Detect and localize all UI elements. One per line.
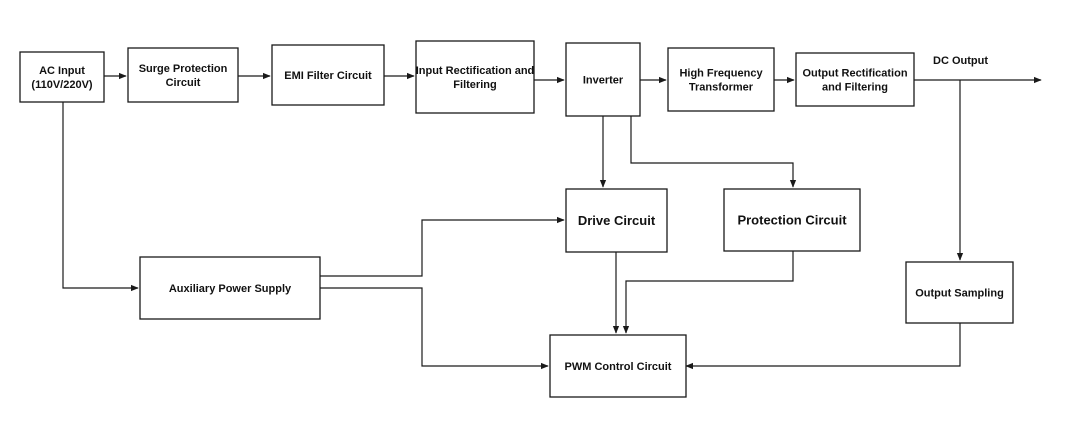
blocks: AC Input (110V/220V) Surge ProtectionCirc… bbox=[19, 40, 1014, 398]
drive-circuit-label-line-1: Drive Circuit bbox=[578, 213, 656, 228]
auxiliary-power-block: Auxiliary Power Supply bbox=[139, 256, 321, 320]
surge-protection-label-line-2: Circuit bbox=[166, 77, 201, 89]
pwm-control-label-line-1: PWM Control Circuit bbox=[565, 361, 672, 373]
ac-input-label-line-1: AC Input bbox=[39, 65, 85, 77]
inverter-label-line-1: Inverter bbox=[583, 75, 624, 87]
emi-filter-block: EMI Filter Circuit bbox=[271, 44, 385, 106]
pwm-control-block: PWM Control Circuit bbox=[549, 334, 687, 398]
inverter-to-protection-circuit-arrow bbox=[630, 116, 797, 188]
output-rectification-label-line-1: Output Rectification bbox=[802, 68, 907, 80]
protection-circuit-block: Protection Circuit bbox=[723, 188, 861, 252]
dc-output-label: DC Output bbox=[933, 55, 988, 67]
emi-filter-label-line-1: EMI Filter Circuit bbox=[284, 70, 372, 82]
hf-transformer-label-line-1: High Frequency bbox=[679, 68, 763, 80]
output-rectification-label-line-2: and Filtering bbox=[822, 82, 888, 94]
auxiliary-power-to-pwm-control-arrow bbox=[320, 287, 549, 370]
output-sampling-block: Output Sampling bbox=[905, 261, 1014, 324]
output-sampling-label-line-1: Output Sampling bbox=[915, 288, 1004, 300]
ac-input-to-auxiliary-power-arrow bbox=[62, 102, 139, 292]
input-rectification-label-line-2: Filtering bbox=[453, 79, 496, 91]
ac-input-block: AC Input (110V/220V) bbox=[19, 51, 105, 103]
ac-input-label-line-2: (110V/220V) bbox=[31, 79, 92, 91]
protection-circuit-to-pwm-control-arrow bbox=[622, 251, 794, 334]
surge-protection-label-line-1: Surge Protection bbox=[139, 63, 228, 75]
auxiliary-power-label-line-1: Auxiliary Power Supply bbox=[169, 283, 292, 295]
output-rectification-block: Output Rectification and Filtering bbox=[795, 52, 915, 107]
input-rectification-label-line-1: Input Rectification and bbox=[416, 65, 535, 77]
auxiliary-power-to-drive-circuit-arrow bbox=[320, 216, 565, 277]
drive-circuit-block: Drive Circuit bbox=[565, 188, 668, 253]
hf-transformer-label-line-2: Transformer bbox=[689, 82, 754, 94]
inverter-block: Inverter bbox=[565, 42, 641, 117]
connections bbox=[62, 72, 1042, 370]
protection-circuit-label-line-1: Protection Circuit bbox=[737, 213, 847, 228]
output-sampling-to-pwm-control-arrow bbox=[685, 323, 961, 370]
